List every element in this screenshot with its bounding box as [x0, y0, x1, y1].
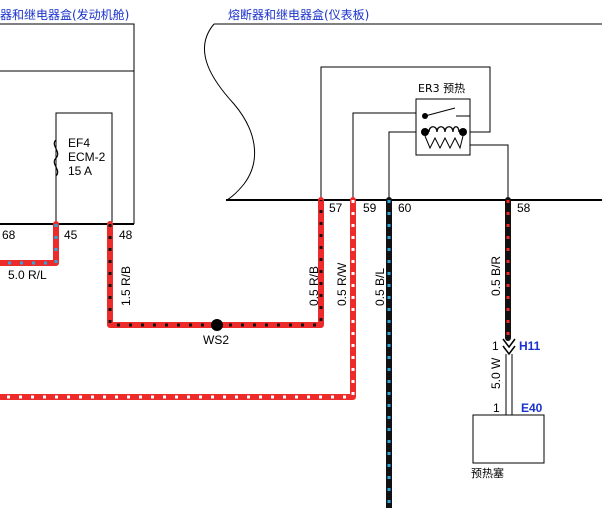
wire-label-15-rb: 1.5 R/B [119, 266, 133, 306]
pin-60: 60 [398, 201, 412, 215]
wire-harness [0, 197, 511, 508]
splice-dot-icon [211, 319, 223, 331]
ip-fuse-box-title: 熔断器和继电器盒(仪表板) [228, 7, 369, 22]
connector-e40-label: E40 [521, 401, 543, 415]
coil-icon [428, 126, 460, 133]
pin-59: 59 [363, 201, 377, 215]
relay-label: ER3 预热 [418, 82, 465, 95]
wire-05-rw [0, 197, 356, 400]
wire-label-05-bl: 0.5 B/L [373, 268, 387, 306]
wire-50-w [505, 354, 513, 415]
fuse-icon [53, 139, 59, 177]
wire-label-05-br: 0.5 B/R [489, 256, 503, 296]
fuse-circuit: ECM-2 [68, 150, 106, 164]
resistor-icon [424, 135, 464, 150]
wire-label-05-rw: 0.5 R/W [335, 262, 349, 306]
fuse-rating: 15 A [68, 164, 92, 178]
pin-58: 58 [517, 201, 531, 215]
pin-68: 68 [2, 228, 16, 242]
connector-e40-pin: 1 [493, 401, 500, 415]
connector-h11-pin: 1 [492, 339, 499, 353]
splice-label: WS2 [203, 333, 229, 347]
splice-ws2: WS2 [203, 319, 229, 347]
connector-chevron-icon [502, 338, 516, 349]
wire-label-50-rl: 5.0 R/L [8, 268, 47, 282]
ip-fuse-box: 熔断器和继电器盒(仪表板) [204, 7, 602, 201]
pin-57: 57 [329, 201, 343, 215]
connector-h11: 1 H11 [492, 338, 541, 356]
glow-plug-e40: 1 E40 预热塞 [471, 401, 545, 480]
relay-er3: ER3 预热 [352, 82, 509, 200]
engine-fuse-box: 器和继电器盒(发动机舱) [0, 7, 135, 225]
connector-h11-label: H11 [519, 339, 541, 353]
wire-50-rl [0, 221, 59, 266]
glow-plug-label: 预热塞 [471, 466, 504, 480]
wire-05-rb [214, 197, 324, 328]
wire-15-rb [107, 221, 220, 328]
wire-label-05-rb: 0.5 R/B [307, 266, 321, 306]
wire-labels: 5.0 R/L 1.5 R/B 0.5 R/B 0.5 R/W 0.5 B/L … [8, 256, 503, 389]
fuse-ef4: EF4 ECM-2 15 A [53, 136, 106, 178]
glow-plug-body [472, 414, 545, 464]
pin-numbers: 68 45 48 57 59 60 58 [2, 201, 531, 242]
pin-48: 48 [119, 228, 133, 242]
wire-label-50-w: 5.0 W [489, 357, 503, 389]
fuse-name: EF4 [68, 136, 90, 150]
engine-fuse-box-title: 器和继电器盒(发动机舱) [0, 7, 129, 22]
pin-45: 45 [64, 228, 78, 242]
